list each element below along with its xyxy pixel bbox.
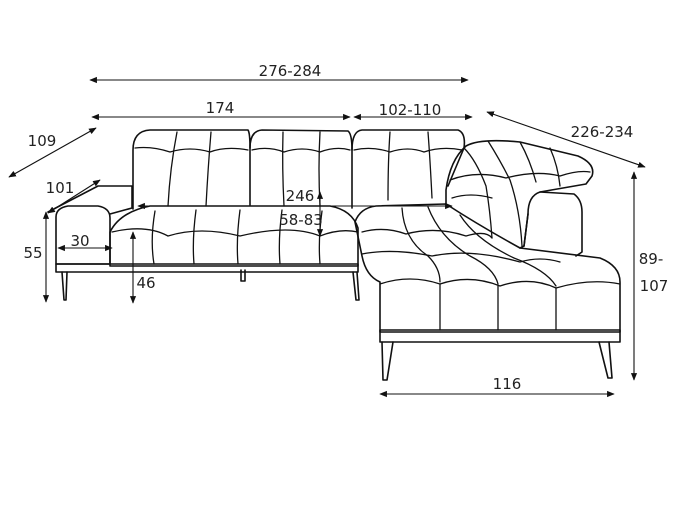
label-overall-width: 276-284 xyxy=(259,62,322,80)
label-armrest-height: 55 xyxy=(23,244,42,262)
dim-chaise-length-line xyxy=(486,111,646,168)
back-cushion-seams xyxy=(134,131,463,207)
label-chaise-width: 116 xyxy=(493,375,522,393)
label-depth: 109 xyxy=(28,132,57,150)
sofa-legs xyxy=(61,269,613,381)
label-seat-depth: 58-83 xyxy=(279,211,323,229)
sofa-drawing xyxy=(47,129,621,381)
dim-depth-line xyxy=(8,127,97,178)
back-cushion-right xyxy=(351,129,466,187)
dim-armrest-depth-line xyxy=(47,179,101,214)
chaise-seat-seams xyxy=(361,206,621,331)
label-armrest-width: 30 xyxy=(70,232,89,250)
label-chaise-section: 102-110 xyxy=(379,101,442,119)
right-armrest xyxy=(539,191,583,257)
back-cushion-left xyxy=(132,129,251,210)
chaise-side xyxy=(523,213,529,247)
label-left-section: 174 xyxy=(206,99,235,117)
main-base xyxy=(55,263,359,273)
chaise-base xyxy=(379,329,621,343)
label-armrest-depth: 101 xyxy=(46,179,75,197)
label-chaise-length: 226-234 xyxy=(571,123,634,141)
label-seat-height: 46 xyxy=(136,274,155,292)
dimension-labels: 276-284 174 102-110 226-234 109 101 55 3… xyxy=(23,62,668,393)
dimension-lines xyxy=(8,76,646,398)
label-height-bottom: 107 xyxy=(640,277,669,295)
label-seat-width: 246 xyxy=(286,187,315,205)
label-height-top: 89- xyxy=(639,250,664,268)
